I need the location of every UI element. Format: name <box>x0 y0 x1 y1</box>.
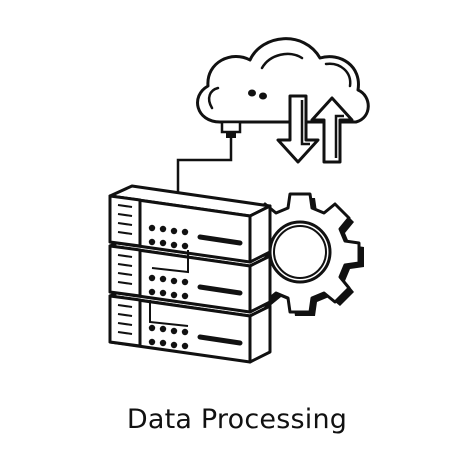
server-unit-top <box>108 184 272 264</box>
cloud-icon <box>196 37 370 138</box>
illustration-caption: Data Processing <box>126 404 348 435</box>
server-rack-icon <box>108 184 272 364</box>
download-arrow-icon <box>276 94 320 164</box>
upload-arrow-icon <box>310 96 354 164</box>
